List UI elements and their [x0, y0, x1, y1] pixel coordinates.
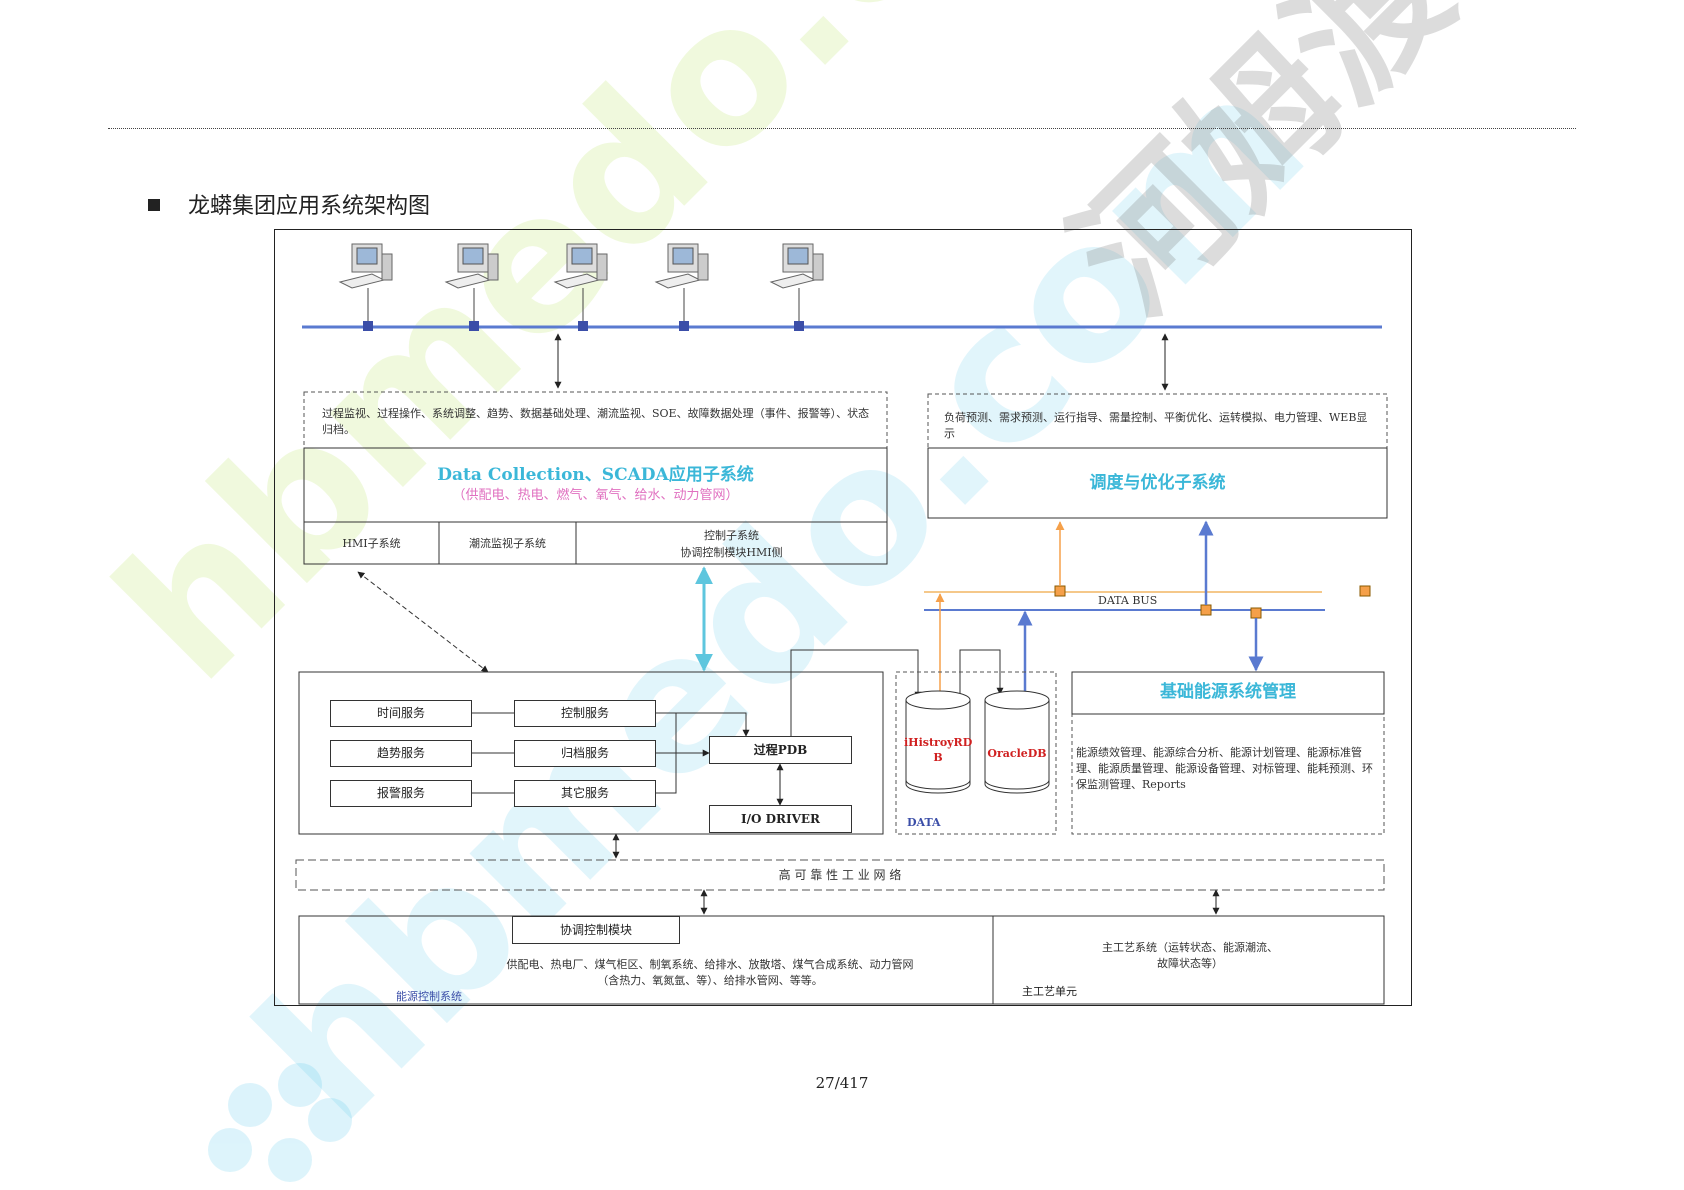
- bullet-square-icon: [148, 199, 160, 211]
- section-heading: 龙蟒集团应用系统架构图: [148, 188, 430, 220]
- energy-title: 基础能源系统管理: [1160, 682, 1296, 702]
- header-rule: [108, 128, 1576, 129]
- dispatch-box: [927, 447, 1388, 519]
- energy-functions: 能源绩效管理、能源综合分析、能源计划管理、能源标准管理、能源质量管理、能源设备管…: [1076, 746, 1373, 791]
- watermark-flower-logo: [208, 1063, 352, 1182]
- scada-functions-text: 过程监视、过程操作、系统调整、趋势、数据基础处理、潮流监视、SOE、故障数据处理…: [322, 407, 870, 436]
- energy-control-desc-1: 供配电、热电厂、煤气柜区、制氧系统、给排水、放散塔、煤气合成系统、动力管网: [506, 958, 914, 971]
- scada-functions-box: [303, 391, 888, 449]
- process-pdb-box: 过程PDB: [709, 736, 852, 764]
- dispatch-functions-text: 负荷预测、需求预测、运行指导、需量控制、平衡优化、运转模拟、电力管理、WEB显示: [944, 411, 1368, 440]
- flow-monitor-subsystem: 潮流监视子系统: [469, 537, 546, 550]
- other-service-box: 其它服务: [514, 780, 656, 807]
- heading-text: 龙蟒集团应用系统架构图: [188, 194, 431, 219]
- io-driver-box: I/O DRIVER: [709, 805, 852, 833]
- workstation-icon: [444, 243, 499, 331]
- data-group-label: DATA: [907, 816, 941, 829]
- trend-service-box: 趋势服务: [330, 740, 472, 767]
- hmi-coord-module: 协调控制模块HMI侧: [680, 546, 783, 559]
- workstation-icon: [338, 243, 393, 331]
- alarm-service-box: 报警服务: [330, 780, 472, 807]
- archive-service-box: 归档服务: [514, 740, 656, 767]
- scada-box: [303, 447, 888, 565]
- scada-title: Data Collection、SCADA应用子系统: [437, 465, 754, 485]
- hmi-subsystem: HMI子系统: [342, 537, 401, 550]
- workstation-icon: [769, 243, 824, 331]
- page-number: 27/417: [815, 1074, 869, 1092]
- data-bus-label: DATA BUS: [1098, 594, 1158, 607]
- industrial-network-label: 高 可 靠 性 工 业 网 络: [778, 868, 902, 882]
- database-icon-ihistory: [905, 690, 971, 794]
- workstations: [338, 243, 824, 331]
- energy-control-label: 能源控制系统: [396, 990, 462, 1003]
- main-process-desc-1: 主工艺系统（运转状态、能源潮流、: [1102, 941, 1278, 954]
- control-service-box: 控制服务: [514, 700, 656, 727]
- arrow-hmi-services: [357, 571, 489, 673]
- services-box: [298, 671, 884, 835]
- scada-subtitle: （供配电、热电、燃气、氧气、给水、动力管网）: [452, 488, 739, 503]
- workstation-icon: [654, 243, 709, 331]
- energy-control-desc-2: （含热力、氧氮氩、等）、给排水管网、等等。: [597, 974, 823, 987]
- coord-control-module-box: 协调控制模块: [512, 916, 680, 944]
- workstation-icon: [553, 243, 608, 331]
- dispatch-title: 调度与优化子系统: [1089, 473, 1226, 493]
- data-group-box: [895, 671, 1057, 835]
- industrial-network-box: [295, 859, 1385, 891]
- time-service-box: 时间服务: [330, 700, 472, 727]
- ihistory-db-label-2: B: [933, 751, 943, 764]
- database-icon-oracle: [984, 690, 1050, 794]
- main-process-desc-2: 故障状态等）: [1157, 957, 1223, 970]
- energy-control-box: [298, 915, 1385, 1005]
- main-process-label: 主工艺单元: [1022, 985, 1077, 998]
- ihistory-db-label-1: iHistroyRD: [904, 736, 973, 749]
- diagram-frame: [274, 229, 1412, 1006]
- oracle-db-label: OracleDB: [987, 747, 1047, 760]
- control-subsystem: 控制子系统: [704, 529, 759, 542]
